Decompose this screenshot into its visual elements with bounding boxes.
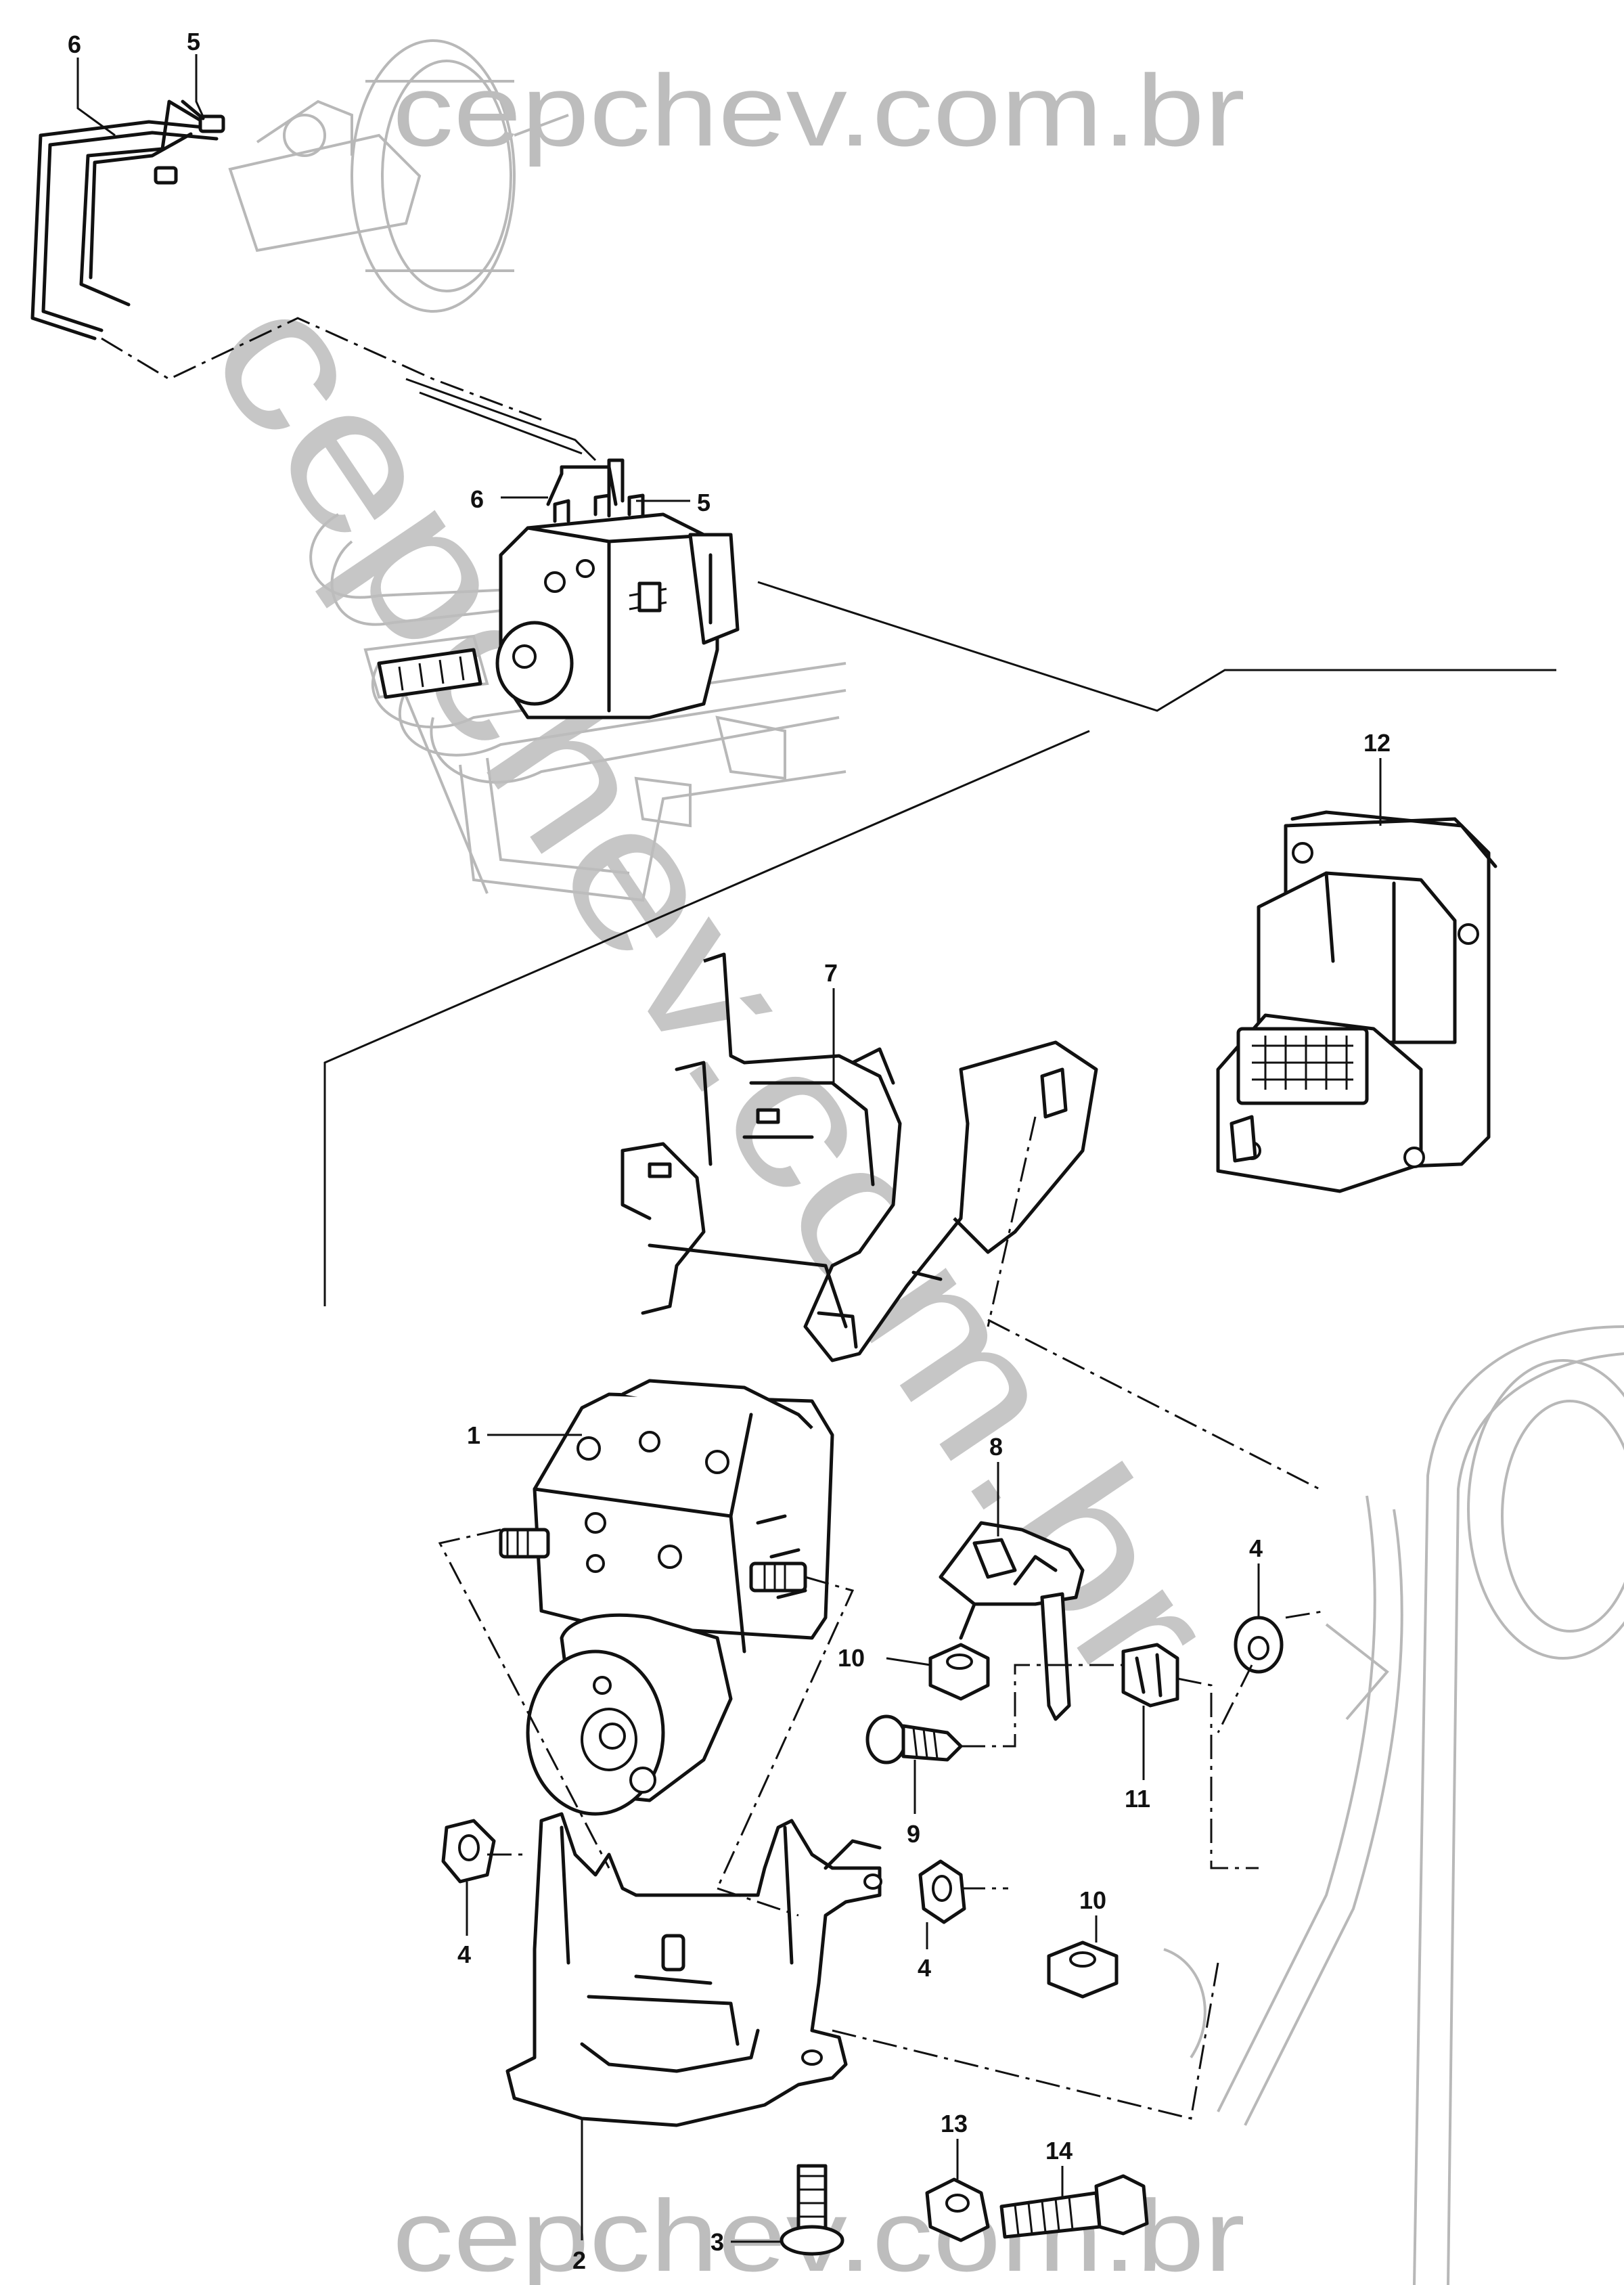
callout-11: 11 xyxy=(1125,1785,1150,1813)
ghost-strut-tower xyxy=(1163,1325,1624,2285)
bracket-8 xyxy=(939,1521,1085,1721)
leader-6a xyxy=(76,58,116,137)
nut-10-lower xyxy=(1047,1940,1119,1999)
callout-13: 13 xyxy=(941,2110,968,2137)
abs-unit-upper xyxy=(495,458,740,719)
callout-4-right: 4 xyxy=(1249,1534,1263,1562)
callout-10-lower: 10 xyxy=(1079,1886,1106,1914)
callout-1: 1 xyxy=(467,1421,480,1449)
callout-7: 7 xyxy=(824,959,838,987)
assembly-line-clip11 xyxy=(1177,1677,1259,1869)
brake-pipe-5 xyxy=(79,99,225,307)
assembly-line-bolt9 xyxy=(961,1664,1123,1748)
bolt-9 xyxy=(865,1714,963,1765)
ghost-brake-lines xyxy=(309,513,847,902)
bracket-7 xyxy=(621,952,1098,1362)
brake-pipe-6 xyxy=(30,120,219,340)
nut-4-center xyxy=(918,1859,966,1924)
nut-10-upper xyxy=(928,1643,990,1701)
leader-5a xyxy=(195,54,204,117)
callout-2: 2 xyxy=(572,2246,586,2274)
callout-3: 3 xyxy=(710,2228,724,2256)
callout-9: 9 xyxy=(907,1820,920,1848)
ghost-master-cylinder xyxy=(228,99,569,252)
detail-line-upper xyxy=(757,581,1556,712)
callout-5-pipe: 5 xyxy=(187,28,200,56)
assembly-line-bracket7 xyxy=(987,1116,1320,1490)
bolt-3 xyxy=(780,2164,844,2256)
callout-10-upper: 10 xyxy=(838,1644,865,1672)
callout-6-pipe: 6 xyxy=(68,30,81,58)
bolt-14 xyxy=(999,2174,1149,2239)
callout-8: 8 xyxy=(989,1433,1003,1461)
callout-4-left: 4 xyxy=(457,1940,471,1968)
detail-line-lower xyxy=(323,730,1090,1306)
abs-connector-harness xyxy=(377,648,482,699)
watermark-top: cepchev.com.br xyxy=(392,53,1245,167)
assembly-line-lower xyxy=(487,1853,1219,2120)
leader-pipe-route xyxy=(101,317,542,421)
nut-13 xyxy=(925,2177,990,2242)
bracket-2 xyxy=(505,1812,882,2127)
leader-10a xyxy=(886,1657,931,1666)
assembly-line-nut4 xyxy=(1217,1610,1327,1733)
callout-5-unit: 5 xyxy=(697,489,710,516)
callout-4-center: 4 xyxy=(918,1954,931,1982)
assembly-line-modulator xyxy=(438,1528,855,1917)
abs-modulator-1 xyxy=(499,1379,834,1816)
callout-6-unit: 6 xyxy=(470,485,484,513)
nut-4-right xyxy=(1234,1616,1284,1674)
pipe-bundle xyxy=(405,378,597,462)
ghost-brake-booster xyxy=(351,39,516,313)
clip-11 xyxy=(1121,1643,1179,1708)
callout-12: 12 xyxy=(1363,729,1391,757)
ecu-module-12 xyxy=(1216,810,1497,1193)
nut-4-left xyxy=(441,1819,496,1884)
callout-14: 14 xyxy=(1045,2137,1073,2165)
